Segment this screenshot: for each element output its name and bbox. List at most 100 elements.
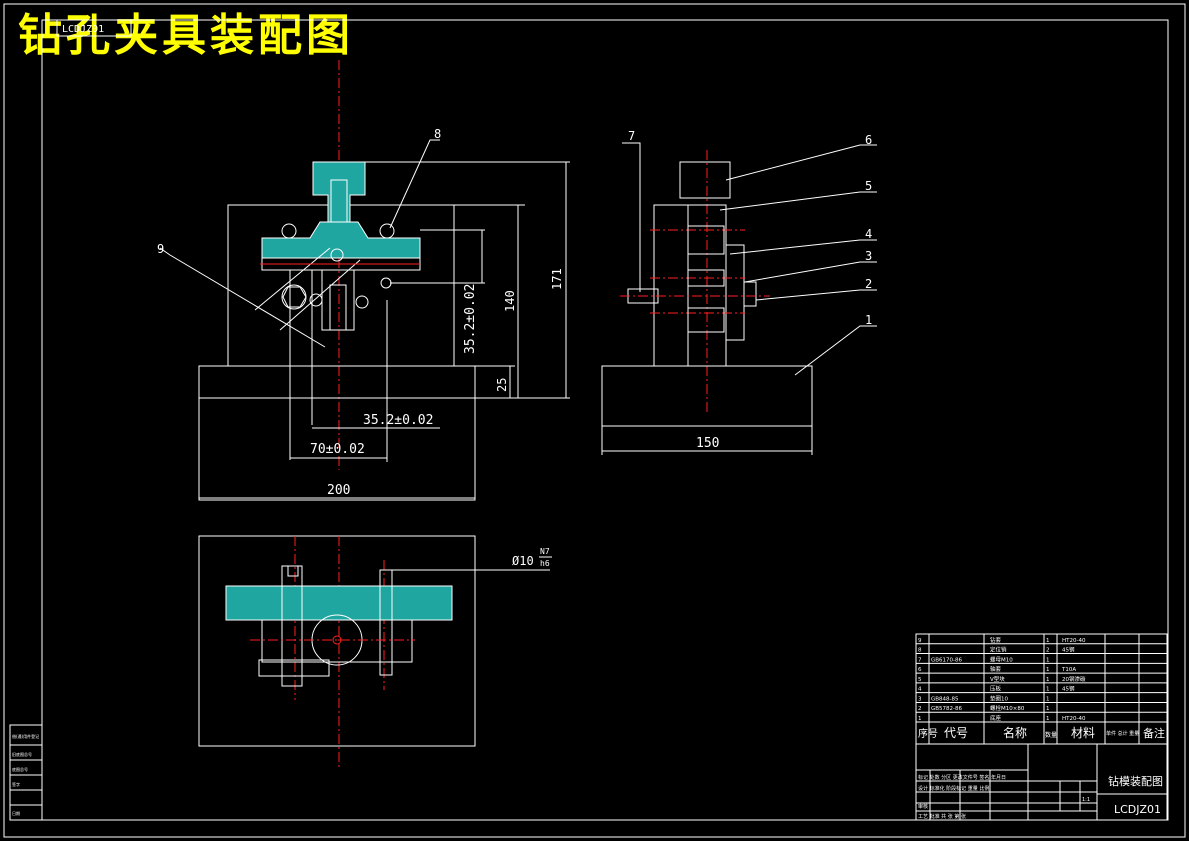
sign-row-3: 工艺 批准 共 张 第 张 (918, 813, 966, 820)
parts-cell-qty: 1 (1046, 638, 1050, 644)
parts-cell-name: 定位销 (990, 646, 1007, 654)
parts-cell-code: GB6170-86 (931, 657, 963, 663)
strip-label-1: 旧底图总号 (12, 751, 32, 757)
parts-cell-name: 螺栓M10×80 (990, 704, 1025, 712)
parts-cell-qty: 1 (1046, 696, 1050, 702)
parts-cell-qty: 1 (1046, 677, 1050, 683)
drawing-number: LCDJZ01 (1114, 803, 1161, 816)
strip-label-0: 借(通)用件登记 (12, 733, 39, 739)
parts-cell-qty: 1 (1046, 657, 1050, 663)
parts-cell-name: 轴套 (990, 665, 1002, 673)
header-qty: 数量 (1045, 731, 1057, 739)
dim-70: 70±0.02 (310, 442, 365, 457)
parts-cell-material: 45钢 (1062, 685, 1075, 693)
balloon-5: 5 (865, 179, 872, 193)
parts-cell-name: 垫圈10 (990, 694, 1008, 702)
dim-200: 200 (327, 483, 350, 498)
strip-label-4: 日期 (12, 810, 20, 816)
corner-code: LCDJZ01 (62, 24, 104, 35)
parts-cell-seq: 8 (918, 648, 922, 654)
parts-row: 3 GB848-85 垫圈10 1 (918, 694, 1050, 702)
header-seq: 序号 (918, 727, 938, 740)
parts-cell-qty: 2 (1046, 648, 1050, 654)
sign-row-0: 标记 处数 分区 更改文件号 签名 年月日 (918, 774, 1006, 781)
plan-hole-dim: Ø10 (512, 554, 534, 568)
leader-3 (744, 261, 877, 283)
header-weight: 单件 总计 重量 (1106, 730, 1139, 737)
balloon-2: 2 (865, 277, 872, 291)
leader-5 (719, 191, 877, 211)
left-strip: 借(通)用件登记 旧底图总号 底图总号 签字 日期 (9, 724, 43, 821)
balloon-8: 8 (434, 127, 441, 141)
clamp-plate (261, 221, 421, 259)
leader-4 (729, 239, 877, 255)
parts-cell-seq: 5 (918, 677, 922, 683)
parts-cell-seq: 1 (918, 716, 922, 722)
balloon-9: 9 (157, 242, 164, 256)
parts-cell-name: 压板 (990, 685, 1002, 693)
balloon-1: 1 (865, 313, 872, 327)
front-base (198, 365, 476, 501)
parts-cell-name: 底座 (990, 714, 1002, 722)
parts-cell-material: HT20-40 (1062, 716, 1086, 722)
parts-cell-material: 20钢渗碳 (1062, 675, 1086, 683)
sheet-outer-border (3, 3, 1186, 838)
plan-hatched-plate (225, 585, 453, 621)
balloon-6: 6 (865, 133, 872, 147)
side-bush-head (679, 161, 731, 199)
corner-code-box (56, 19, 132, 37)
header-material: 材料 (1071, 726, 1095, 740)
parts-cell-qty: 1 (1046, 667, 1050, 673)
balloon-3: 3 (865, 249, 872, 263)
parts-cell-qty: 1 (1046, 687, 1050, 693)
parts-row: 6 轴套 1 T10A (918, 665, 1076, 673)
leader-1 (794, 325, 877, 376)
leader-6 (725, 144, 877, 181)
strip-label-2: 底图总号 (12, 766, 28, 772)
dim-35-horizontal: 35.2±0.02 (363, 413, 433, 428)
parts-cell-material: HT20-40 (1062, 638, 1086, 644)
dim-25: 25 (495, 378, 509, 392)
parts-cell-seq: 4 (918, 687, 922, 693)
drawing-name: 钻模装配图 (1108, 774, 1163, 788)
balloon-4: 4 (865, 227, 872, 241)
leader-9 (159, 247, 326, 348)
leader-7 (622, 142, 641, 292)
dim-171: 171 (550, 268, 564, 290)
parts-cell-seq: 9 (918, 638, 922, 644)
side-clamp (725, 244, 745, 341)
balloon-7: 7 (628, 129, 635, 143)
parts-row: 8 定位销 2 45钢 (918, 646, 1075, 654)
sheet-inner-border (41, 19, 1169, 821)
header-name: 名称 (1003, 725, 1027, 740)
parts-cell-qty: 1 (1046, 706, 1050, 712)
plan-outline (198, 535, 476, 747)
header-remark: 备注 (1143, 726, 1165, 740)
plan-view: Ø10 N7 h6 (198, 535, 552, 770)
side-view: 7 6 5 4 3 2 1 150 (601, 129, 877, 455)
plan-fit-top: N7 (540, 547, 550, 556)
parts-row: 2 GB5782-86 螺栓M10×80 1 (918, 704, 1050, 712)
dim-35-vertical: 35.2±0.02 (463, 284, 478, 354)
drill-bush (312, 161, 366, 223)
dim-140: 140 (503, 290, 517, 312)
parts-cell-material: T10A (1061, 667, 1076, 673)
leader-2 (755, 289, 877, 301)
parts-cell-seq: 3 (918, 696, 922, 702)
header-code: 代号 (944, 726, 968, 740)
parts-cell-seq: 6 (918, 667, 922, 673)
nut-circle (281, 284, 307, 310)
scale-value: 1:1 (1082, 797, 1090, 803)
dim-150: 150 (696, 436, 719, 451)
parts-cell-seq: 7 (918, 657, 922, 663)
parts-cell-material: 45钢 (1062, 646, 1075, 654)
sign-row-2: 审核 (918, 803, 928, 810)
parts-cell-code: GB5782-86 (931, 706, 963, 712)
parts-cell-code: GB848-85 (931, 696, 959, 702)
sign-row-1: 设计 标准化 阶段标记 重量 比例 (918, 785, 989, 792)
parts-cell-seq: 2 (918, 706, 922, 712)
